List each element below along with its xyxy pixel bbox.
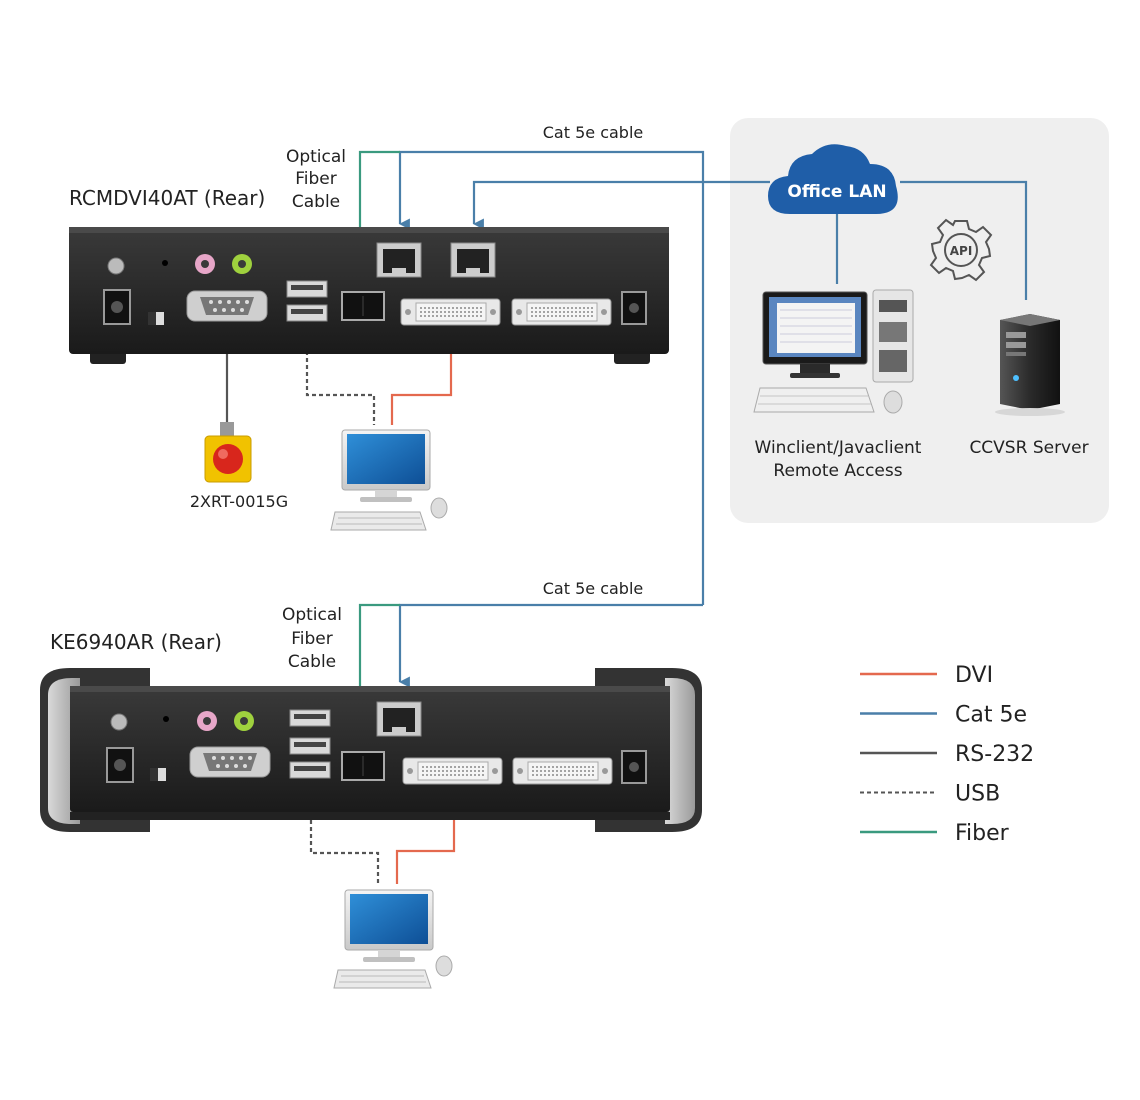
device-title-bottom: KE6940AR (Rear) — [50, 630, 222, 654]
office-lan-panel — [730, 118, 1109, 523]
fiber-label-line: Optical — [286, 147, 346, 167]
device-title-top: RCMDVI40AT (Rear) — [69, 186, 265, 210]
cables — [225, 150, 1028, 885]
legend-item: DVI — [860, 663, 993, 688]
ccvsr-server-tower — [995, 314, 1065, 416]
dvi-port — [402, 757, 503, 785]
office-lan-label: Office LAN — [787, 182, 886, 202]
client-label-line2: Remote Access — [773, 461, 902, 481]
server-label: CCVSR Server — [969, 438, 1088, 458]
office-lan-cloud: Office LAN — [768, 144, 898, 214]
dvi-port — [511, 298, 612, 326]
fiber-label-top: Optical Fiber Cable — [286, 147, 346, 212]
legend-item: USB — [860, 782, 1000, 807]
cat5e-label-bottom: Cat 5e cable — [543, 579, 644, 598]
api-label: API — [950, 244, 973, 258]
fiber-label-bottom: Optical Fiber Cable — [282, 605, 342, 672]
dvi-port — [400, 298, 501, 326]
alarm-button-label: 2XRT-0015G — [190, 492, 288, 511]
ground-screw — [107, 257, 125, 275]
power-jack — [621, 750, 647, 784]
legend-label: Fiber — [955, 821, 1010, 846]
reset-hole — [163, 716, 169, 722]
fiber-label-line: Optical — [282, 605, 342, 625]
legend-label: RS-232 — [955, 742, 1034, 767]
local-console-top — [330, 429, 448, 531]
legend-item: Cat 5e — [860, 703, 1027, 728]
cat5e-label-top: Cat 5e cable — [543, 123, 644, 142]
fiber-label-line: Cable — [288, 652, 336, 672]
legend-label: DVI — [955, 663, 993, 688]
dvi-port — [512, 757, 613, 785]
usb-cable-bottom — [309, 785, 380, 885]
usb-cable-top — [305, 330, 376, 425]
client-label-line1: Winclient/Javaclient — [755, 438, 922, 458]
ground-screw — [110, 713, 128, 731]
device-ke6940ar — [40, 668, 702, 832]
lan-to-server — [900, 180, 1028, 300]
device-rcmdvi40at — [69, 227, 669, 364]
local-console-bottom — [333, 889, 453, 989]
legend-item: Fiber — [860, 821, 1010, 846]
legend-label: USB — [955, 782, 1000, 807]
legend-label: Cat 5e — [955, 703, 1027, 728]
cat5e-cable-top — [398, 150, 705, 605]
fiber-label-line: Fiber — [291, 629, 333, 649]
legend-item: RS-232 — [860, 742, 1034, 767]
api-gear-icon: API — [929, 218, 993, 282]
remote-client-pc — [753, 289, 914, 414]
dvi-cable-top — [390, 325, 453, 425]
fiber-label-line: Fiber — [295, 169, 337, 189]
reset-hole — [162, 260, 168, 266]
cat5e-cable-lan — [472, 180, 770, 230]
fiber-label-line: Cable — [292, 192, 340, 212]
alarm-button — [204, 422, 252, 483]
